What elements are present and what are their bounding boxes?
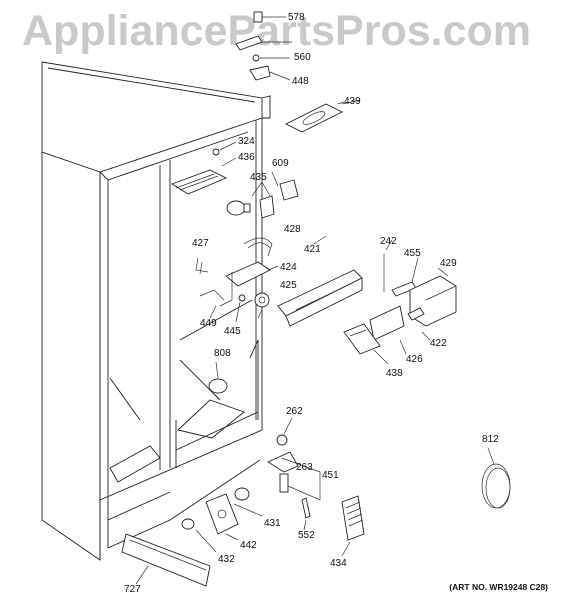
- callout-431: 431: [264, 518, 281, 529]
- callout-455: 455: [404, 248, 421, 259]
- control-housing-421: [277, 269, 363, 327]
- callout-425: 425: [280, 280, 297, 291]
- art-number: (ART NO. WR19248 C28): [449, 582, 548, 592]
- callout-324: 324: [238, 136, 255, 147]
- callout-448: 448: [292, 76, 309, 87]
- top-hinge-parts: [235, 11, 292, 81]
- callout-445: 445: [224, 326, 241, 337]
- light-bulbs-435: [226, 179, 299, 219]
- callout-432: 432: [218, 554, 235, 565]
- callout-438: 438: [386, 368, 403, 379]
- bottom-grille: [121, 533, 211, 587]
- callout-262: 262: [286, 406, 303, 417]
- callout-442: 442: [240, 540, 257, 551]
- callout-242: 242: [380, 236, 397, 247]
- hinge-bracket: [267, 434, 321, 501]
- callout-labels: 578 560 448 439 324 436 609 435 428 427 …: [124, 12, 499, 595]
- callout-428: 428: [284, 224, 301, 235]
- tubing-812: [481, 463, 511, 509]
- callout-421: 421: [304, 244, 321, 255]
- callout-560: 560: [294, 52, 311, 63]
- callout-427: 427: [192, 238, 209, 249]
- motor-parts: [181, 487, 250, 535]
- callout-263: 263: [296, 462, 313, 473]
- callout-429: 429: [440, 258, 457, 269]
- callout-422: 422: [430, 338, 447, 349]
- callout-609: 609: [272, 158, 289, 169]
- callout-434: 434: [330, 558, 347, 569]
- callout-439: 439: [344, 96, 361, 107]
- callout-435: 435: [250, 172, 267, 183]
- dispenser-controls: [343, 254, 457, 355]
- wire-harnesses: [195, 237, 273, 275]
- callout-451: 451: [322, 470, 339, 481]
- callout-436: 436: [238, 152, 255, 163]
- callout-578: 578: [288, 12, 305, 23]
- light-housing-436: [170, 141, 237, 195]
- cover-439: [284, 101, 345, 133]
- screw-552: [301, 497, 311, 519]
- callout-424: 424: [280, 262, 297, 273]
- control-assembly: [199, 261, 271, 308]
- callout-449: 449: [200, 318, 217, 329]
- callout-808: 808: [214, 348, 231, 359]
- leader-lines: [135, 99, 495, 585]
- callout-426: 426: [406, 354, 423, 365]
- cabinet: [41, 61, 271, 561]
- plug-808: [208, 378, 228, 394]
- filter-434: [341, 495, 365, 541]
- callout-812: 812: [482, 434, 499, 445]
- callout-727: 727: [124, 584, 141, 595]
- callout-552: 552: [298, 530, 315, 541]
